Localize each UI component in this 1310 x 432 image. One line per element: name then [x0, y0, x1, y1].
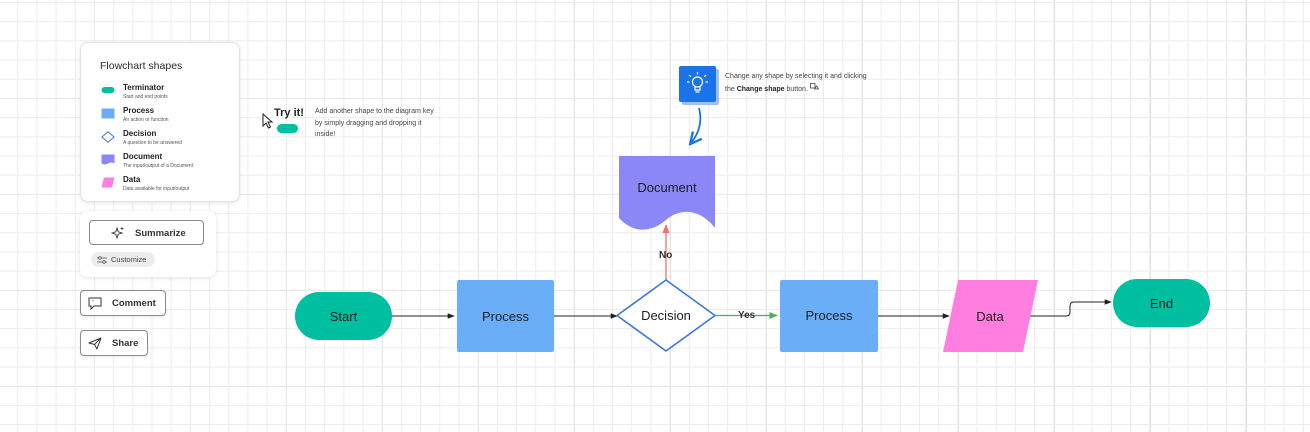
- process-2-label: Process: [805, 307, 853, 323]
- share-label: Share: [112, 338, 139, 349]
- change-shape-tip: Change any shape by selecting it and cli…: [725, 71, 875, 95]
- key-item-name: Decision: [123, 129, 157, 138]
- key-item-name: Process: [123, 106, 155, 115]
- cursor-icon: [262, 113, 274, 129]
- svg-text:”: ”: [92, 300, 94, 306]
- sparkle-icon: [111, 226, 124, 240]
- tip-text-bold: Change shape: [736, 85, 785, 93]
- start-label: Start: [329, 308, 358, 324]
- connector-data-end[interactable]: [1030, 299, 1112, 317]
- document-icon: [101, 154, 115, 165]
- key-item-desc: Data available for input/output: [123, 186, 190, 192]
- comment-label: Comment: [112, 298, 156, 309]
- decision-shape[interactable]: [616, 279, 716, 352]
- process-icon: [101, 108, 115, 119]
- yes-label: Yes: [738, 310, 756, 321]
- customize-label: Customize: [111, 255, 147, 264]
- process-1-shape[interactable]: [457, 280, 554, 352]
- data-icon: [101, 177, 115, 188]
- document-shape[interactable]: [619, 156, 715, 230]
- key-item-name: Document: [123, 152, 163, 161]
- lightbulb-icon: [679, 66, 719, 105]
- key-item-desc: A question to be answered: [123, 140, 182, 146]
- terminator-sample-shape[interactable]: [276, 123, 300, 135]
- decision-label: Decision: [641, 308, 691, 323]
- change-shape-icon: [809, 82, 820, 89]
- key-item-desc: An action or function: [123, 117, 169, 123]
- comment-button[interactable]: ” Comment: [80, 290, 166, 316]
- summarize-button[interactable]: Summarize: [89, 220, 204, 245]
- key-item-name: Data: [123, 175, 141, 184]
- tip-text-suffix: button.: [784, 85, 808, 93]
- key-item-name: Terminator: [123, 83, 165, 92]
- send-icon: [88, 337, 102, 350]
- data-label: Data: [976, 308, 1004, 324]
- data-shape[interactable]: [943, 280, 1038, 352]
- decision-icon: [101, 131, 115, 143]
- key-item-desc: The input/output of a Document: [123, 163, 194, 169]
- terminator-icon: [101, 87, 115, 93]
- end-shape[interactable]: [1113, 279, 1210, 327]
- comment-icon: ”: [88, 297, 102, 310]
- process-2-shape[interactable]: [780, 280, 878, 352]
- ai-panel: Summarize Customize: [80, 211, 216, 277]
- try-it-title: Try it!: [274, 107, 304, 119]
- end-label: End: [1149, 295, 1174, 311]
- try-it-text: Add another shape to the diagram key by …: [315, 108, 434, 138]
- process-1-label: Process: [482, 308, 529, 324]
- key-title: Flowchart shapes: [100, 60, 183, 72]
- tip-arrow: [691, 107, 700, 143]
- key-item-desc: Start and end points: [123, 94, 168, 100]
- tip-text-prefix: Change any shape by selecting it and cli…: [725, 73, 867, 93]
- customize-button[interactable]: Customize: [91, 252, 155, 267]
- flowchart-shapes-key[interactable]: Flowchart shapes Terminator Start and en…: [80, 42, 240, 202]
- start-shape[interactable]: [295, 292, 392, 340]
- sliders-icon: [97, 256, 107, 264]
- no-label: No: [659, 250, 673, 261]
- share-button[interactable]: Share: [80, 330, 148, 356]
- document-label: Document: [637, 179, 697, 195]
- summarize-label: Summarize: [135, 228, 186, 239]
